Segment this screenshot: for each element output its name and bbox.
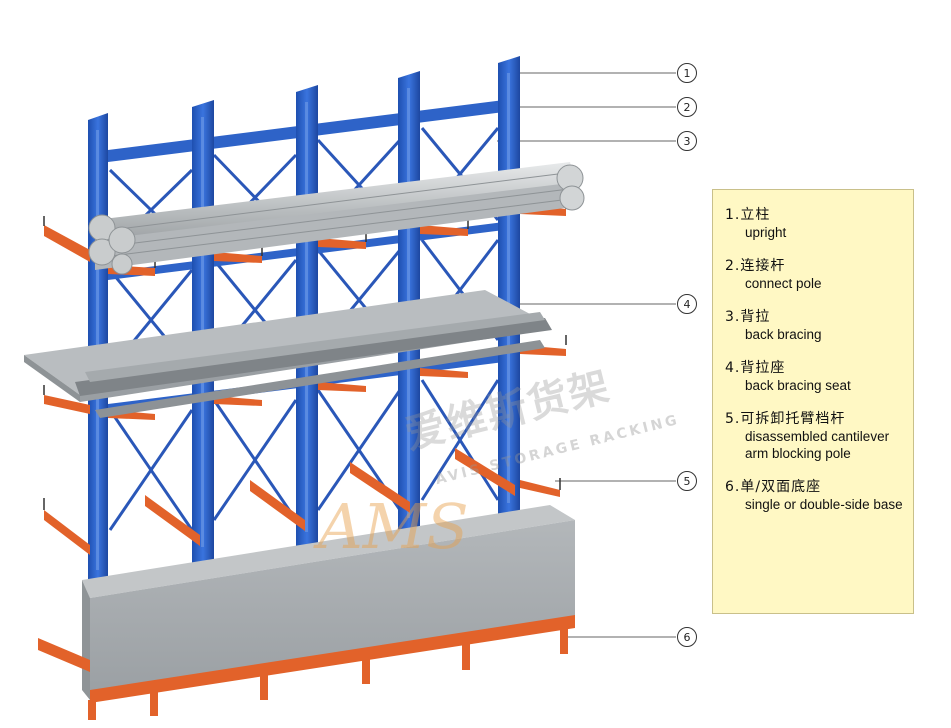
- svg-text:AMS: AMS: [313, 490, 469, 563]
- legend-en: single or double-side base: [725, 496, 913, 513]
- callout-3: 3: [677, 131, 697, 151]
- legend-zh: 1.立柱: [725, 204, 913, 224]
- callout-5: 5: [677, 471, 697, 491]
- legend-en: disassembled cantilever arm blocking pol…: [725, 428, 913, 462]
- legend-box: 1.立柱 upright 2.连接杆 connect pole 3.背拉 bac…: [712, 189, 914, 614]
- legend-item-back-bracing: 3.背拉 back bracing: [725, 306, 913, 343]
- legend-item-upright: 1.立柱 upright: [725, 204, 913, 241]
- callout-2: 2: [677, 97, 697, 117]
- legend-item-connect-pole: 2.连接杆 connect pole: [725, 255, 913, 292]
- legend-zh: 2.连接杆: [725, 255, 913, 275]
- legend-en: connect pole: [725, 275, 913, 292]
- legend-en: upright: [725, 224, 913, 241]
- legend-en: back bracing: [725, 326, 913, 343]
- legend-en: back bracing seat: [725, 377, 913, 394]
- legend-zh: 4.背拉座: [725, 357, 913, 377]
- legend-item-base: 6.单/双面底座 single or double-side base: [725, 476, 913, 513]
- legend-zh: 6.单/双面底座: [725, 476, 913, 496]
- legend-item-back-bracing-seat: 4.背拉座 back bracing seat: [725, 357, 913, 394]
- legend-item-blocking-pole: 5.可拆卸托臂档杆 disassembled cantilever arm bl…: [725, 408, 913, 462]
- callout-4: 4: [677, 294, 697, 314]
- legend-zh: 3.背拉: [725, 306, 913, 326]
- watermark-logo: AMS: [313, 490, 469, 563]
- callout-1: 1: [677, 63, 697, 83]
- legend-zh: 5.可拆卸托臂档杆: [725, 408, 913, 428]
- callout-6: 6: [677, 627, 697, 647]
